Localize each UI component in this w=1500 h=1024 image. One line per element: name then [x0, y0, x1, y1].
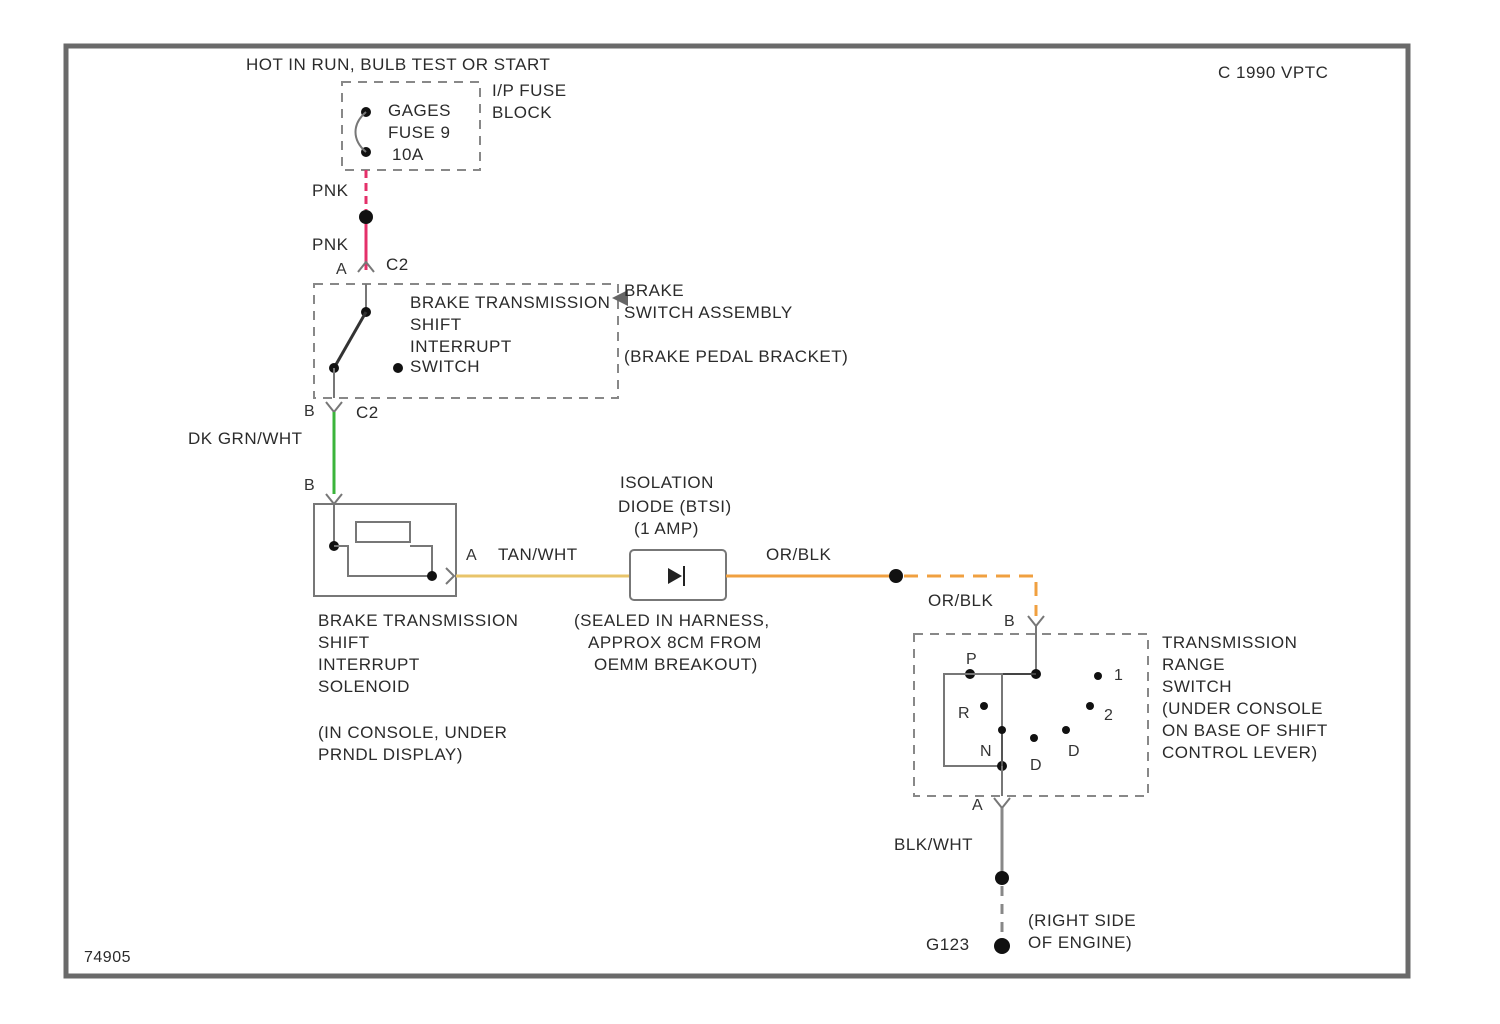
diode-label-line1: ISOLATION — [620, 473, 714, 492]
solenoid-location-line2: PRNDL DISPLAY) — [318, 745, 463, 764]
solenoid-coil — [356, 522, 410, 542]
position-r: R — [958, 705, 970, 722]
ground-icon — [994, 938, 1010, 954]
diode-note-line2: APPROX 8CM FROM — [588, 633, 762, 652]
range-switch-label-line5: ON BASE OF SHIFT — [1162, 721, 1328, 740]
figure-id: 74905 — [84, 949, 131, 966]
range-switch-label-line4: (UNDER CONSOLE — [1162, 699, 1323, 718]
solenoid-label-line3: INTERRUPT — [318, 655, 420, 674]
ground-id: G123 — [926, 935, 970, 954]
pin-a-range: A — [972, 797, 983, 814]
connector-c2-top: A C2 — [336, 255, 409, 278]
assembly-label-line2: SWITCH ASSEMBLY — [624, 303, 793, 322]
model-label: C 1990 VPTC — [1218, 63, 1328, 82]
wire-label-dk-grn-wht: DK GRN/WHT — [188, 429, 303, 448]
position-d: D — [1068, 743, 1080, 760]
range-switch-label-line6: CONTROL LEVER) — [1162, 743, 1318, 762]
range-switch-label-line3: SWITCH — [1162, 677, 1232, 696]
connector-c2-bottom: B C2 — [304, 402, 379, 422]
range-switch-label-line2: RANGE — [1162, 655, 1225, 674]
brake-switch-label-line3: INTERRUPT — [410, 337, 512, 356]
diagram-frame — [66, 46, 1408, 976]
fuse-element — [356, 112, 367, 152]
solenoid-location-line1: (IN CONSOLE, UNDER — [318, 723, 507, 742]
switch-contact-open — [393, 363, 403, 373]
pink-splice — [359, 210, 373, 224]
connector-label-c2-top: C2 — [386, 255, 409, 274]
fuse-block-location-line1: I/P FUSE — [492, 81, 567, 100]
position-1: 1 — [1114, 667, 1123, 684]
solenoid-label-line4: SOLENOID — [318, 677, 410, 696]
position-n: N — [980, 743, 992, 760]
diode-note-line3: OEMM BREAKOUT) — [594, 655, 758, 674]
brake-switch-label-line1: BRAKE TRANSMISSION — [410, 293, 610, 312]
tan-wire: TAN/WHT — [456, 545, 630, 576]
orange-wire: OR/BLK OR/BLK B — [726, 545, 1044, 630]
solenoid-label-line1: BRAKE TRANSMISSION — [318, 611, 518, 630]
brake-switch-label-line4: SWITCH — [410, 357, 480, 376]
wire-label-tan-wht: TAN/WHT — [498, 545, 578, 564]
assembly-label-line1: BRAKE — [624, 281, 684, 300]
fuse-number: FUSE 9 — [388, 123, 451, 142]
pin-a-top: A — [336, 261, 347, 278]
pink-wire: PNK PNK — [312, 170, 373, 270]
fuse-amperage: 10A — [392, 145, 424, 164]
black-wire: A BLK/WHT — [894, 766, 1010, 940]
ground-location-line1: (RIGHT SIDE — [1028, 911, 1136, 930]
diode-note-line1: (SEALED IN HARNESS, — [574, 611, 770, 630]
wire-label-pnk-upper: PNK — [312, 181, 349, 200]
wire-label-blk-wht: BLK/WHT — [894, 835, 973, 854]
black-splice — [995, 871, 1009, 885]
hot-in-run-label: HOT IN RUN, BULB TEST OR START — [246, 55, 550, 74]
ground-location-line2: OF ENGINE) — [1028, 933, 1132, 952]
orange-splice — [889, 569, 903, 583]
fuse-block-location-line2: BLOCK — [492, 103, 552, 122]
pin-b-switch: B — [304, 403, 315, 420]
pin-b-range: B — [1004, 613, 1015, 630]
position-p: P — [966, 651, 977, 668]
switch-blade — [334, 312, 366, 368]
fuse-name: GAGES — [388, 101, 451, 120]
position-2: 2 — [1104, 707, 1113, 724]
pin-a-solenoid: A — [466, 547, 477, 564]
brake-switch-assembly: BRAKE TRANSMISSION SHIFT INTERRUPT SWITC… — [314, 281, 848, 398]
solenoid: A BRAKE TRANSMISSION SHIFT INTERRUPT SOL… — [314, 504, 518, 764]
pin-b-solenoid: B — [304, 477, 315, 494]
ground-point: G123 (RIGHT SIDE OF ENGINE) — [926, 911, 1136, 954]
diode-label-line2: DIODE (BTSI) — [618, 497, 732, 516]
green-wire: DK GRN/WHT B — [188, 412, 342, 504]
brake-switch-label-line2: SHIFT — [410, 315, 462, 334]
fuse-block: GAGES FUSE 9 10A I/P FUSE BLOCK — [342, 81, 567, 170]
isolation-diode: ISOLATION DIODE (BTSI) (1 AMP) (SEALED I… — [574, 473, 770, 674]
range-switch-label-line1: TRANSMISSION — [1162, 633, 1297, 652]
wire-label-pnk-lower: PNK — [312, 235, 349, 254]
diode-label-line3: (1 AMP) — [634, 519, 699, 538]
wire-label-or-blk-1: OR/BLK — [766, 545, 832, 564]
assembly-label-line3: (BRAKE PEDAL BRACKET) — [624, 347, 848, 366]
solenoid-label-line2: SHIFT — [318, 633, 370, 652]
wire-label-or-blk-2: OR/BLK — [928, 591, 994, 610]
connector-label-c2-bottom: C2 — [356, 403, 379, 422]
transmission-range-switch: P R N D D 2 1 TRANSMISSION RANGE SWITCH … — [914, 626, 1328, 796]
position-d-low: D — [1030, 757, 1042, 774]
